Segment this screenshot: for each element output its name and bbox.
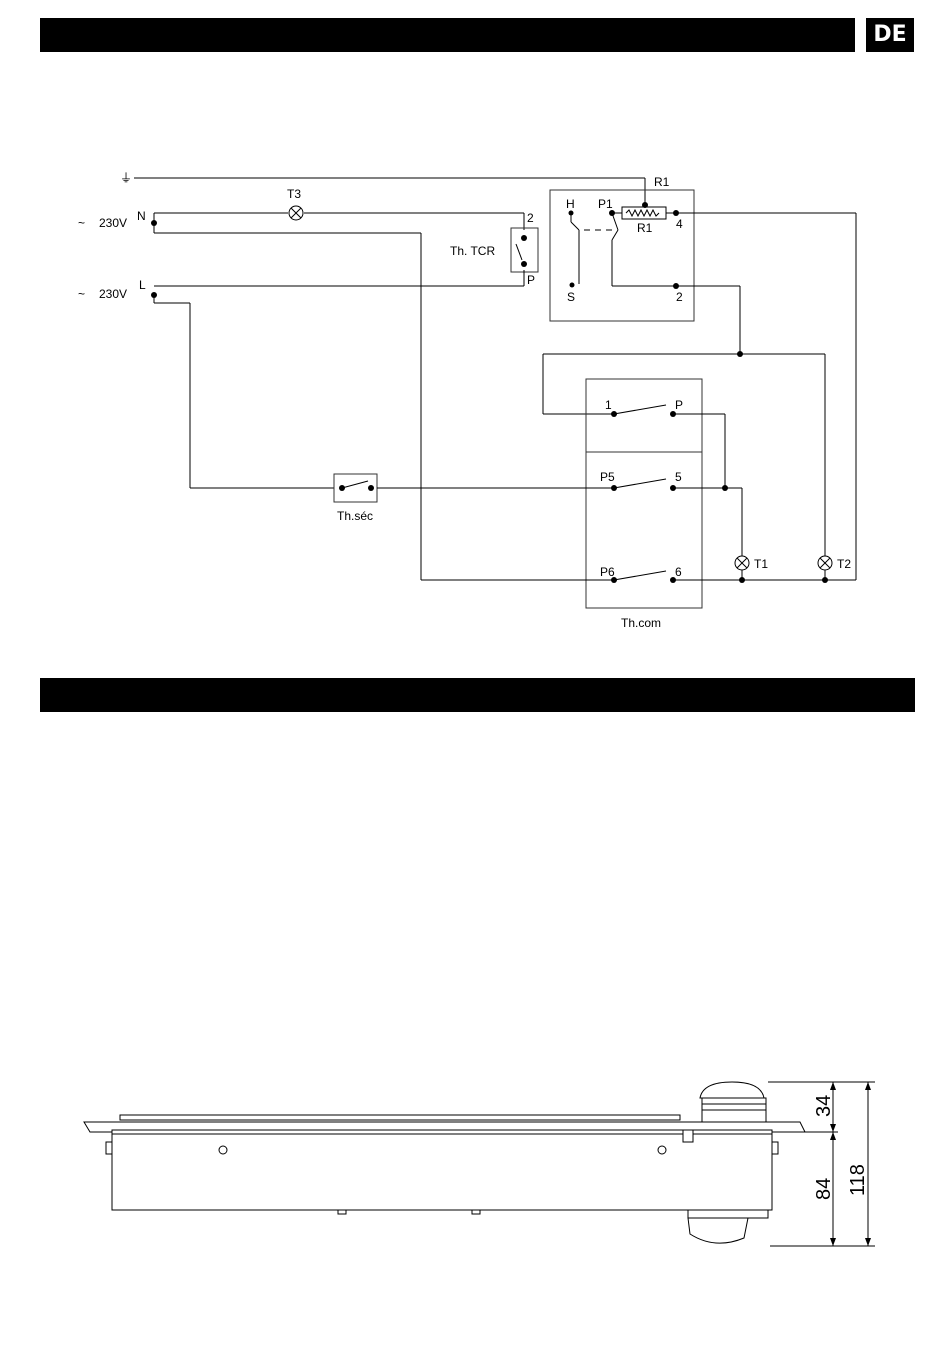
sec-label: Th.séc <box>337 509 373 523</box>
resistor-r1 <box>622 207 666 219</box>
n-label: N <box>137 209 146 223</box>
tcr-p-label: P <box>527 273 535 287</box>
tcr-2-label: 2 <box>527 211 534 225</box>
s-label: S <box>567 290 575 304</box>
four-label: 4 <box>676 217 683 231</box>
r1-top-label: R1 <box>654 175 670 189</box>
t2-label: T2 <box>837 557 851 571</box>
tcr-label: Th. TCR <box>450 244 495 258</box>
t1-label: T1 <box>754 557 768 571</box>
com-p6-label: P6 <box>600 565 615 579</box>
dim-34: 34 <box>813 1095 835 1117</box>
com-5-label: 5 <box>675 470 682 484</box>
supply-l-label: 230V <box>99 287 127 301</box>
dim-84: 84 <box>813 1178 835 1200</box>
h-label: H <box>566 197 575 211</box>
supply-n-label: 230V <box>99 216 127 230</box>
ground-icon: ⏚ <box>120 171 132 185</box>
com-p5-label: P5 <box>600 470 615 484</box>
com-label: Th.com <box>621 616 661 630</box>
dimension-lines: 34 84 118 <box>768 1082 875 1246</box>
com-1-label: 1 <box>605 398 612 412</box>
tilde-n: ~ <box>78 216 85 230</box>
com-p-label: P <box>675 398 683 412</box>
reg-2-label: 2 <box>676 290 683 304</box>
l-label: L <box>139 278 146 292</box>
dim-118: 118 <box>847 1164 869 1196</box>
com-6-label: 6 <box>675 565 682 579</box>
p1-label: P1 <box>598 197 613 211</box>
t3-label: T3 <box>287 187 301 201</box>
hob-side-view <box>84 1082 805 1243</box>
r1-res-label: R1 <box>637 221 653 235</box>
tilde-l: ~ <box>78 287 85 301</box>
section-bar <box>40 678 915 712</box>
